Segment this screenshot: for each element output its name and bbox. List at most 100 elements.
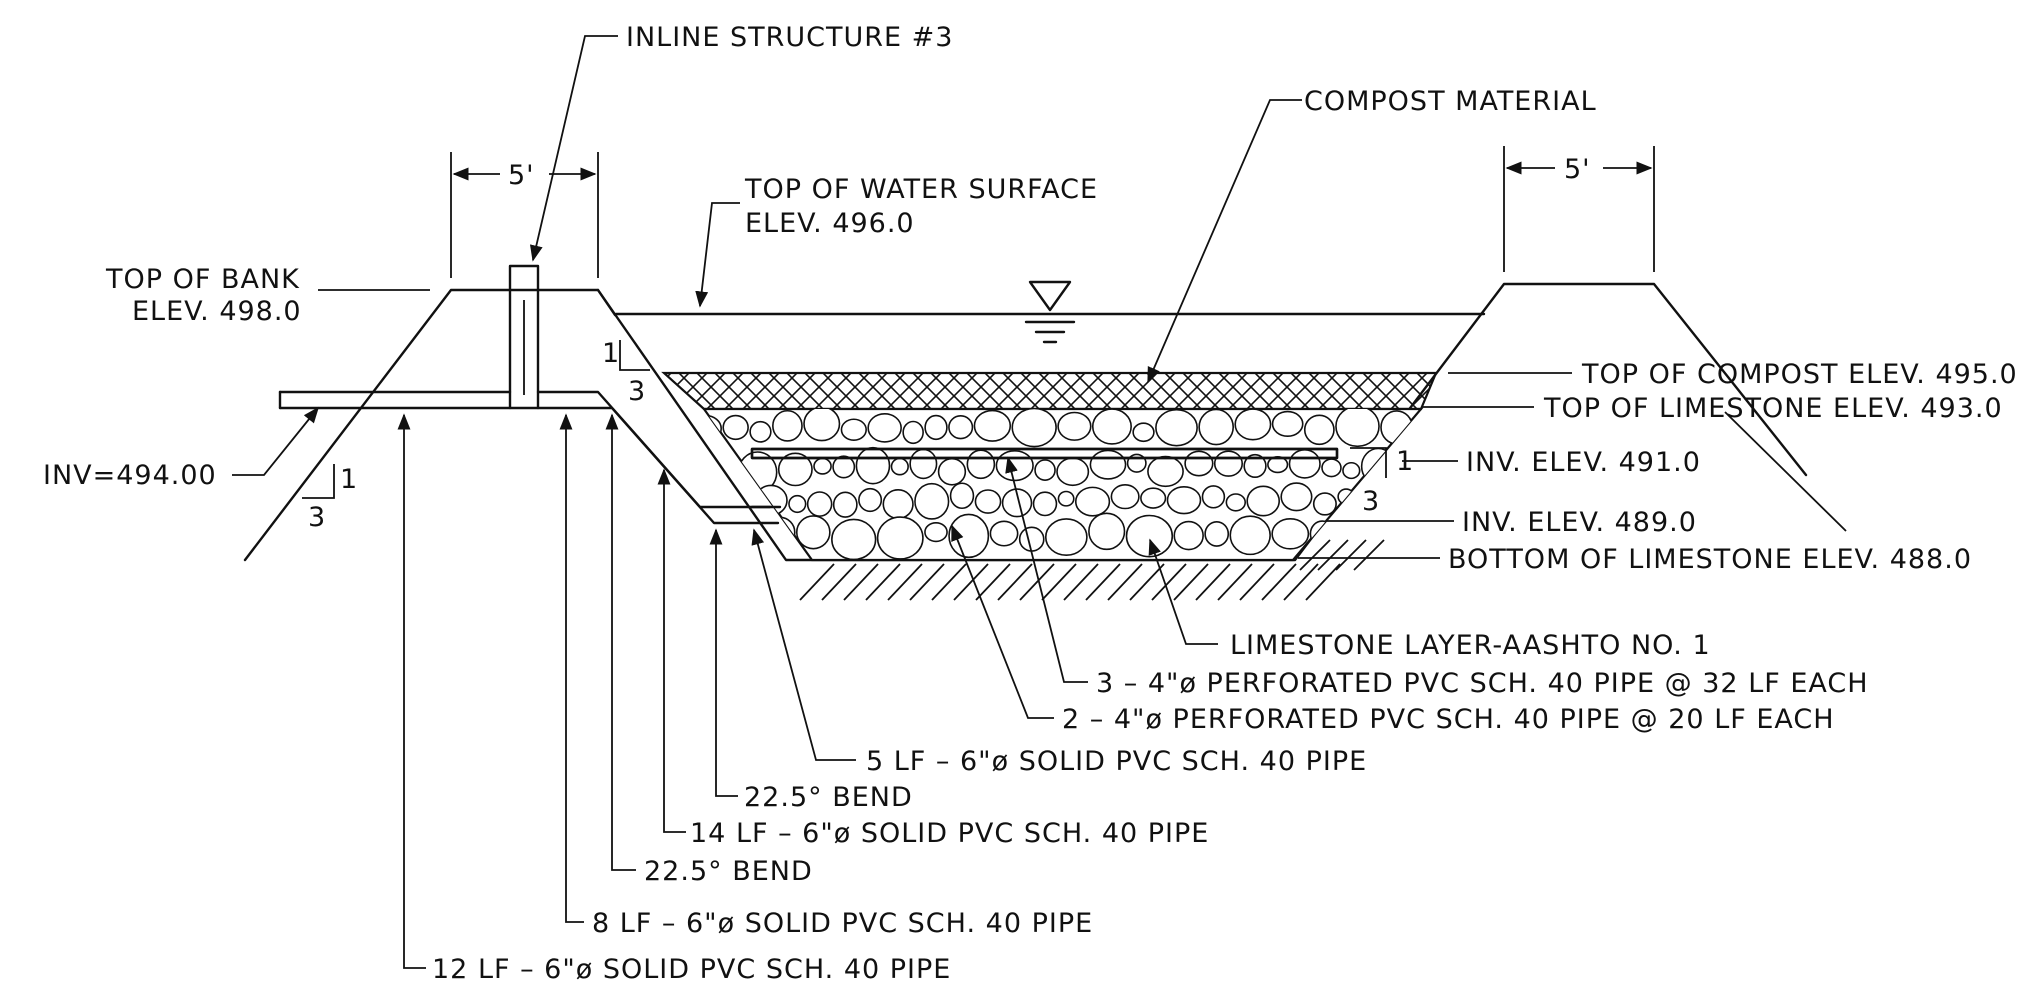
- soil-hatch-line: [1283, 563, 1319, 601]
- limestone-layer: [701, 407, 1424, 562]
- label-bend-1: 22.5° BEND: [744, 782, 913, 813]
- soil-hatch-line: [843, 563, 879, 601]
- limestone-stone: [937, 457, 967, 486]
- label-pipe-8lf: 8 LF – 6"ø SOLID PVC SCH. 40 PIPE: [592, 908, 1093, 939]
- limestone-stone: [1288, 448, 1321, 479]
- limestone-stone: [914, 482, 950, 520]
- limestone-stone: [1246, 485, 1281, 517]
- limestone-stone: [1271, 410, 1304, 437]
- leader-bend-1: [709, 528, 738, 797]
- limestone-stone: [1312, 492, 1337, 516]
- limestone-stone: [1184, 450, 1214, 477]
- limestone-stone: [1034, 459, 1056, 481]
- limestone-stone: [1234, 409, 1272, 441]
- soil-hatch-line: [1335, 539, 1367, 571]
- soil-hatch-line: [931, 563, 967, 601]
- limestone-stone: [973, 409, 1012, 442]
- soil-hatch-line: [821, 563, 857, 601]
- limestone-stone: [989, 520, 1019, 547]
- limestone-stone: [1360, 447, 1396, 486]
- label-pipe-14lf: 14 LF – 6"ø SOLID PVC SCH. 40 PIPE: [690, 818, 1209, 849]
- limestone-stone: [722, 414, 749, 441]
- slope-symbol-inner: [619, 340, 650, 371]
- dimension-right-label: 5': [1564, 154, 1591, 185]
- soil-hatch-line: [1063, 563, 1099, 601]
- limestone-stone: [1213, 450, 1244, 477]
- limestone-stone: [772, 409, 803, 442]
- limestone-stone: [949, 482, 975, 510]
- label-top-limestone: TOP OF LIMESTONE ELEV. 493.0: [1543, 393, 2003, 424]
- limestone-stone: [795, 515, 831, 550]
- soil-hatch-line: [1299, 539, 1331, 571]
- limestone-stone: [1342, 461, 1361, 480]
- soil-hatch-line: [975, 563, 1011, 601]
- limestone-stone: [832, 455, 856, 479]
- limestone-stone: [1225, 493, 1247, 512]
- limestone-stone: [754, 484, 788, 516]
- leader-pipe-8lf: [559, 413, 584, 923]
- label-top-bank-2: ELEV. 498.0: [132, 296, 302, 327]
- limestone-stone: [1173, 520, 1204, 551]
- limestone-stone: [909, 448, 938, 480]
- limestone-stone: [1321, 458, 1342, 478]
- leader-pipe-5lf: [751, 528, 856, 761]
- limestone-stone: [924, 414, 948, 441]
- slope-right-run: 3: [1362, 486, 1380, 517]
- slope-symbol-right: [1350, 447, 1387, 478]
- limestone-stone: [1376, 485, 1399, 505]
- limestone-stone: [924, 522, 948, 543]
- leader-top-limestone-slope: [1724, 411, 1847, 532]
- leader-inv-494: [232, 406, 320, 476]
- limestone-stone: [704, 460, 713, 481]
- label-inv-489: INV. ELEV. 489.0: [1462, 507, 1697, 538]
- leader-limestone-layer: [1148, 538, 1218, 645]
- limestone-stone: [749, 420, 772, 443]
- limestone-stone: [1399, 484, 1421, 515]
- label-compost-material: COMPOST MATERIAL: [1304, 86, 1597, 117]
- limestone-stone: [1074, 486, 1111, 517]
- compost-layer: [661, 371, 1438, 411]
- limestone-stone: [832, 491, 858, 518]
- label-top-water-1: TOP OF WATER SURFACE: [744, 174, 1098, 205]
- inline-structure: [508, 264, 540, 410]
- limestone-stone: [1088, 512, 1126, 551]
- label-pipe-5lf: 5 LF – 6"ø SOLID PVC SCH. 40 PIPE: [866, 746, 1367, 777]
- limestone-stone: [867, 413, 902, 443]
- limestone-stone: [704, 488, 707, 504]
- limestone-stone: [948, 415, 974, 440]
- slope-left-run: 3: [308, 502, 326, 533]
- limestone-stone: [1413, 413, 1421, 442]
- limestone-stone: [858, 487, 883, 513]
- limestone-stone: [1335, 409, 1380, 448]
- soil-hatch-line: [909, 563, 945, 601]
- limestone-stone: [1166, 485, 1202, 515]
- soil-hatch-line: [1317, 539, 1349, 571]
- leader-bend-2: [605, 413, 636, 871]
- soil-hatch-line: [1305, 563, 1341, 601]
- limestone-stone: [890, 457, 909, 476]
- limestone-stone: [803, 409, 841, 442]
- limestone-stone: [995, 450, 1034, 482]
- limestone-stone: [882, 489, 914, 520]
- limestone-stone: [704, 522, 717, 546]
- soil-hatch-line: [1173, 563, 1209, 601]
- limestone-stone: [1309, 520, 1335, 548]
- label-bottom-limestone: BOTTOM OF LIMESTONE ELEV. 488.0: [1448, 544, 1972, 575]
- limestone-stone: [902, 420, 924, 445]
- label-perf-3: 3 – 4"ø PERFORATED PVC SCH. 40 PIPE @ 32…: [1096, 668, 1869, 699]
- limestone-stone: [1377, 515, 1421, 554]
- limestone-stone: [1057, 490, 1075, 507]
- leader-perf-3: [1005, 456, 1088, 683]
- leader-pipe-12lf: [397, 413, 426, 969]
- limestone-stone: [1057, 411, 1092, 441]
- limestone-stone: [1201, 485, 1226, 509]
- limestone-stone: [717, 524, 742, 551]
- limestone-stone: [1280, 482, 1313, 512]
- limestone-stone: [777, 452, 813, 487]
- soil-hatch-line: [953, 563, 989, 601]
- limestone-stone: [840, 418, 867, 441]
- limestone-stone: [1001, 488, 1033, 518]
- limestone-stone: [1147, 455, 1184, 488]
- label-top-bank-1: TOP OF BANK: [105, 264, 300, 295]
